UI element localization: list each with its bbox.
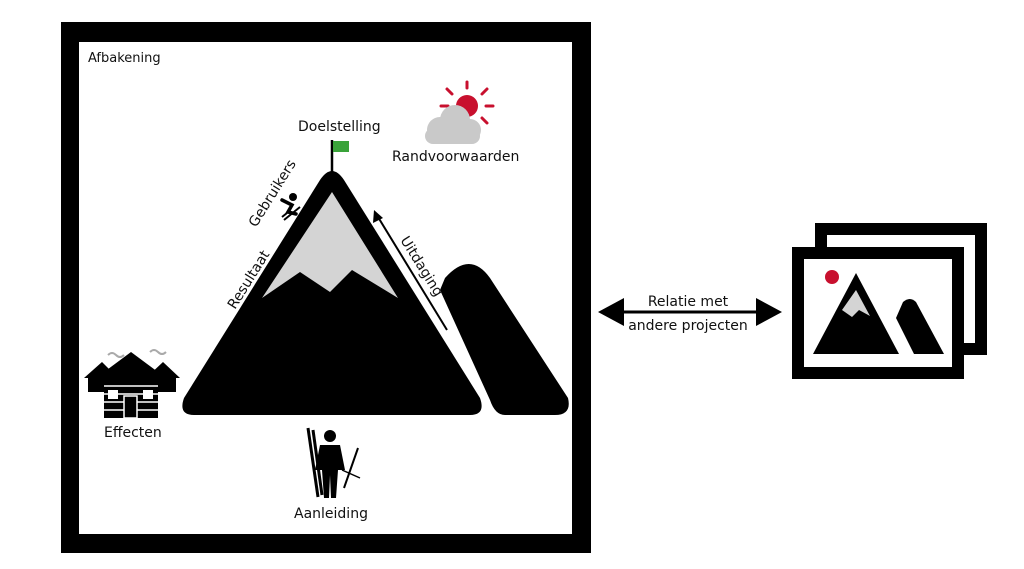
cabin-icon <box>84 349 180 419</box>
goal-label: Doelstelling <box>298 119 381 135</box>
relation-label-line2: andere projecten <box>628 318 748 334</box>
flag-icon <box>330 140 349 172</box>
skier-icon <box>280 193 301 221</box>
image-gallery-icon <box>792 223 987 379</box>
challenge-arrow <box>373 210 448 331</box>
scope-label: Afbakening <box>88 51 161 66</box>
cloud-icon <box>425 105 481 144</box>
relation-label-line1: Relatie met <box>648 294 729 310</box>
conditions-label: Randvoorwaarden <box>392 149 519 165</box>
small-mountain <box>440 264 569 415</box>
effects-label: Effecten <box>104 425 162 441</box>
hiker-icon <box>306 427 361 498</box>
relation-arrow <box>598 298 782 326</box>
mountain-snowcap <box>262 192 398 298</box>
main-mountain <box>182 171 482 415</box>
cause-label: Aanleiding <box>294 506 368 522</box>
